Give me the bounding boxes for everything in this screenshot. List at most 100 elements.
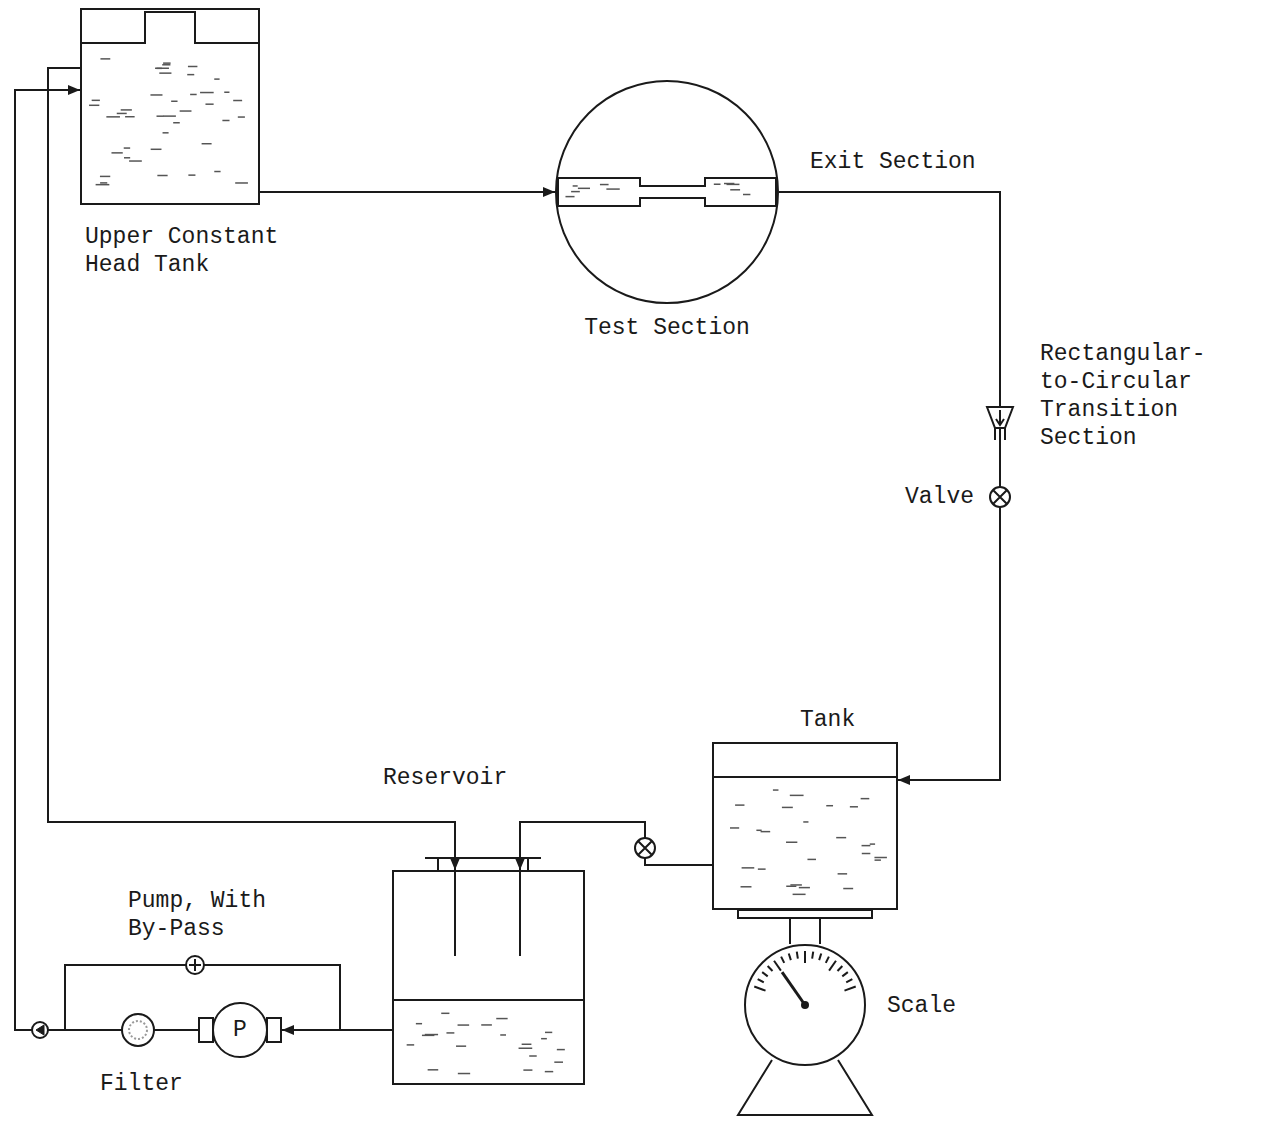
water-dash [545, 1071, 553, 1073]
water-dash [786, 841, 797, 843]
water-dash [606, 188, 619, 190]
water-dash [756, 830, 761, 832]
water-dash [799, 887, 810, 889]
water-dash [233, 100, 242, 102]
dial-tick [754, 987, 765, 991]
water-dash [519, 1047, 533, 1049]
reservoir-outline [393, 871, 584, 1084]
pump-bypass-label: Pump, With By-Pass [128, 887, 308, 943]
water-dash [724, 183, 734, 185]
water-dashes [89, 59, 248, 185]
dial-tick [804, 951, 806, 963]
reservoir-lid [425, 858, 541, 870]
pump-letter: P [198, 1016, 282, 1044]
water-dash [121, 109, 132, 111]
water-dash [458, 1024, 470, 1026]
dial-tick [797, 952, 798, 959]
water-dash [428, 1069, 439, 1071]
dial-tick [758, 979, 764, 982]
water-dash [790, 884, 801, 886]
water-dash [129, 160, 142, 162]
water-dash [150, 94, 162, 96]
test-section-outline [556, 81, 778, 303]
water-dash [730, 189, 740, 191]
check-valve-flap [36, 1025, 44, 1035]
weigh-tank: Tank [712, 742, 898, 910]
valve-cross [638, 841, 652, 855]
water-dash [741, 886, 752, 888]
water-dash [180, 110, 192, 112]
water-dash [850, 806, 858, 808]
dial-tick [789, 953, 791, 960]
section-label: Test Section [535, 314, 799, 342]
water-dash [735, 804, 744, 806]
dial-tick [842, 972, 848, 976]
filter-body [122, 1014, 154, 1046]
dial-tick [846, 979, 852, 982]
water-dash [758, 868, 766, 870]
valve-body [990, 487, 1010, 507]
water-dash [441, 1013, 449, 1015]
pipe-connector [48, 68, 455, 870]
water-dash [96, 184, 110, 186]
scale-platform [738, 910, 872, 918]
water-dash [529, 1055, 536, 1057]
water-dash [565, 196, 574, 198]
dial-tick [819, 953, 821, 960]
water-dash [155, 68, 169, 70]
inlet-pipe [454, 870, 456, 956]
water-dash [573, 185, 578, 187]
water-dash [163, 62, 171, 64]
water-dash [92, 100, 100, 102]
pump-flange [267, 1018, 281, 1042]
transition-symbol [987, 407, 1013, 440]
pipe-connector [282, 1029, 392, 1031]
dial-tick [812, 952, 813, 959]
transition-arrow [996, 419, 1004, 425]
water-dash [125, 116, 135, 118]
scale-stand [738, 1060, 872, 1115]
water-dash [407, 1044, 415, 1046]
transition-label: Rectangular-to-Circular Transition Secti… [1040, 340, 1220, 452]
pipe-connector [260, 191, 555, 193]
dial-tick [781, 957, 784, 963]
water-dash [541, 1038, 547, 1040]
pipe-connector [779, 192, 1000, 780]
bypass-valve-symbol [186, 956, 204, 974]
valve-label: Valve [905, 483, 985, 511]
water-dash [171, 101, 177, 103]
water-dash [416, 1023, 422, 1025]
water-dash [500, 1034, 506, 1036]
check-valve-body [32, 1022, 48, 1038]
water-dash [456, 1045, 466, 1047]
water-dash [188, 174, 195, 176]
water-dash [446, 1032, 454, 1034]
valve-symbol [990, 487, 1010, 507]
water-dash [100, 58, 110, 60]
water-surface [393, 999, 584, 1001]
water-dash [89, 105, 99, 107]
water-dash [803, 821, 808, 823]
water-dash [545, 1032, 552, 1034]
water-dash [790, 795, 804, 797]
water-dash [157, 175, 167, 177]
water-dash [874, 857, 886, 859]
water-dash [807, 859, 816, 861]
valve-body [635, 838, 655, 858]
water-dash [742, 867, 755, 869]
water-dash [793, 894, 806, 896]
weigh-tank-outline [712, 742, 898, 910]
water-dash [222, 120, 229, 122]
water-dash [202, 143, 212, 145]
water-dash [836, 837, 846, 839]
filter-symbol [122, 1014, 154, 1046]
water-dash [163, 132, 169, 134]
water-dash [496, 1018, 507, 1020]
water-dash [870, 843, 875, 845]
water-dash [238, 116, 245, 118]
water-dash [571, 191, 580, 193]
water-dash [214, 78, 219, 80]
water-dash [600, 184, 609, 186]
